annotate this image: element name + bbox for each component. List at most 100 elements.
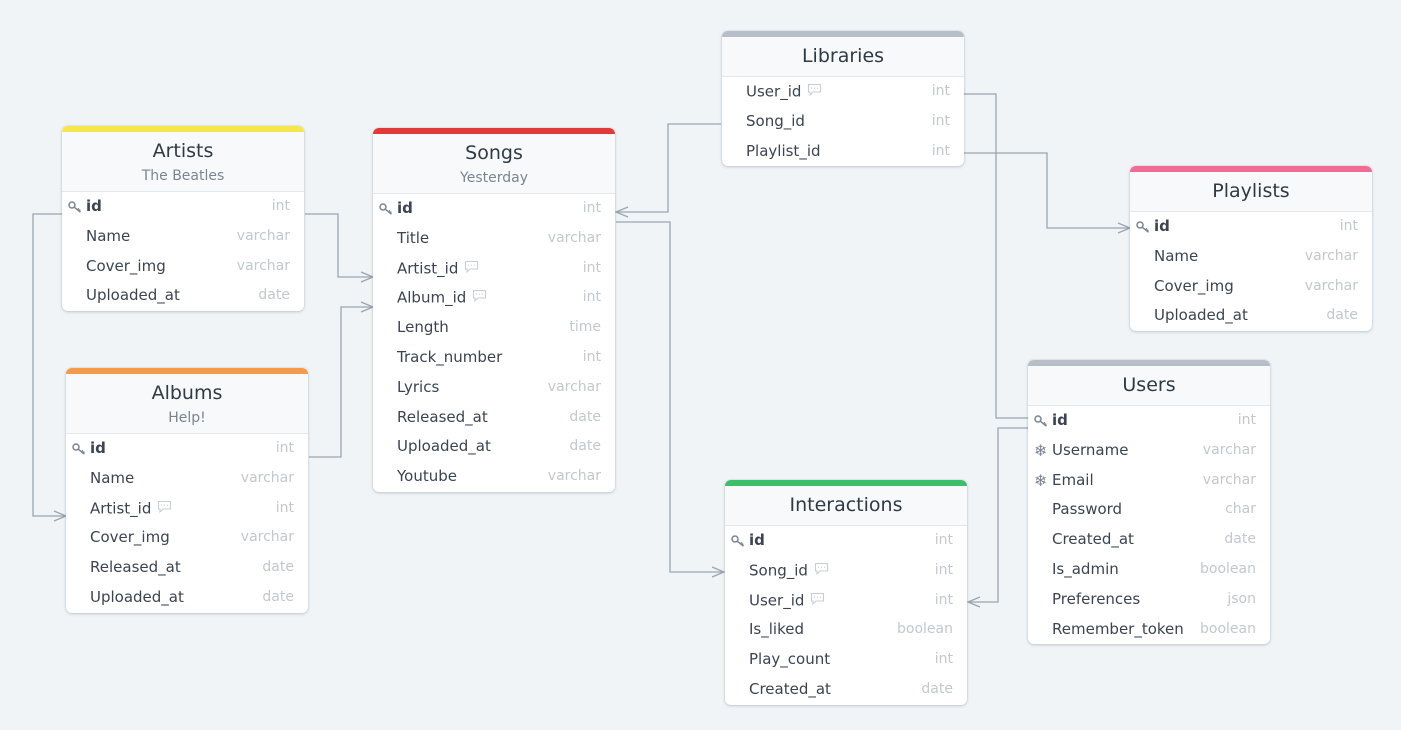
field-row[interactable]: Name varchar — [1130, 242, 1372, 272]
field-type: int — [934, 591, 953, 608]
field-name-text: Released_at — [397, 407, 488, 426]
field-note-icon[interactable] — [810, 586, 825, 616]
field-row[interactable]: Uploaded_at date — [66, 583, 308, 613]
field-row[interactable]: Name varchar — [66, 464, 308, 494]
field-row[interactable]: Is_admin boolean — [1028, 555, 1270, 585]
field-name: Is_admin — [1052, 555, 1119, 585]
field-type: date — [262, 588, 294, 605]
field-name: Name — [1154, 242, 1198, 272]
table-header[interactable]: Users — [1028, 366, 1270, 406]
field-name: Cover_img — [86, 252, 166, 282]
field-type: varchar — [547, 378, 601, 395]
table-header[interactable]: Playlists — [1130, 172, 1372, 212]
field-type: varchar — [1304, 247, 1358, 264]
field-type: varchar — [1202, 471, 1256, 488]
field-type: varchar — [240, 469, 294, 486]
unique-index-icon: ❄ — [1034, 470, 1048, 490]
field-type: varchar — [240, 529, 294, 546]
field-name: Length — [397, 313, 449, 343]
field-name: Uploaded_at — [90, 583, 184, 613]
field-name: id — [749, 526, 765, 556]
field-row[interactable]: Created_at date — [1028, 525, 1270, 555]
field-note-icon[interactable] — [464, 254, 479, 284]
field-note-icon[interactable] — [807, 77, 822, 107]
primary-key-icon — [1034, 406, 1048, 427]
table-name: Artists — [152, 140, 214, 162]
table-name: Albums — [151, 382, 223, 404]
field-type: varchar — [1202, 441, 1256, 458]
field-name-text: Song_id — [749, 561, 808, 580]
field-name-text: id — [397, 199, 413, 217]
field-type: int — [1339, 218, 1358, 234]
field-name: Name — [90, 464, 134, 494]
field-type: boolean — [1200, 560, 1256, 577]
field-name-text: Playlist_id — [746, 141, 821, 160]
field-type: date — [1224, 531, 1256, 548]
relationship-libraries-playlists — [964, 152, 1132, 234]
table-header[interactable]: Artists The Beatles — [62, 132, 304, 192]
field-name: Created_at — [1052, 525, 1134, 555]
field-type: date — [262, 559, 294, 576]
field-name-text: Title — [397, 228, 430, 247]
field-note-icon[interactable] — [472, 283, 487, 313]
field-name-text: Released_at — [90, 558, 181, 577]
field-note-icon[interactable] — [157, 494, 172, 524]
table-header[interactable]: Interactions — [725, 486, 967, 526]
field-name: Password — [1052, 495, 1122, 525]
field-type: int — [931, 83, 950, 99]
table-header[interactable]: Libraries — [722, 37, 964, 77]
table-header[interactable]: Songs Yesterday — [373, 134, 615, 194]
table-header[interactable]: Albums Help! — [66, 374, 308, 434]
field-type: int — [931, 112, 950, 129]
field-name-text: Name — [1154, 246, 1199, 265]
field-type: date — [258, 287, 290, 304]
field-name: Cover_img — [1154, 272, 1234, 302]
field-note-icon[interactable] — [814, 556, 829, 586]
field-row[interactable]: Released_at date — [66, 553, 308, 583]
field-type: int — [582, 259, 601, 276]
